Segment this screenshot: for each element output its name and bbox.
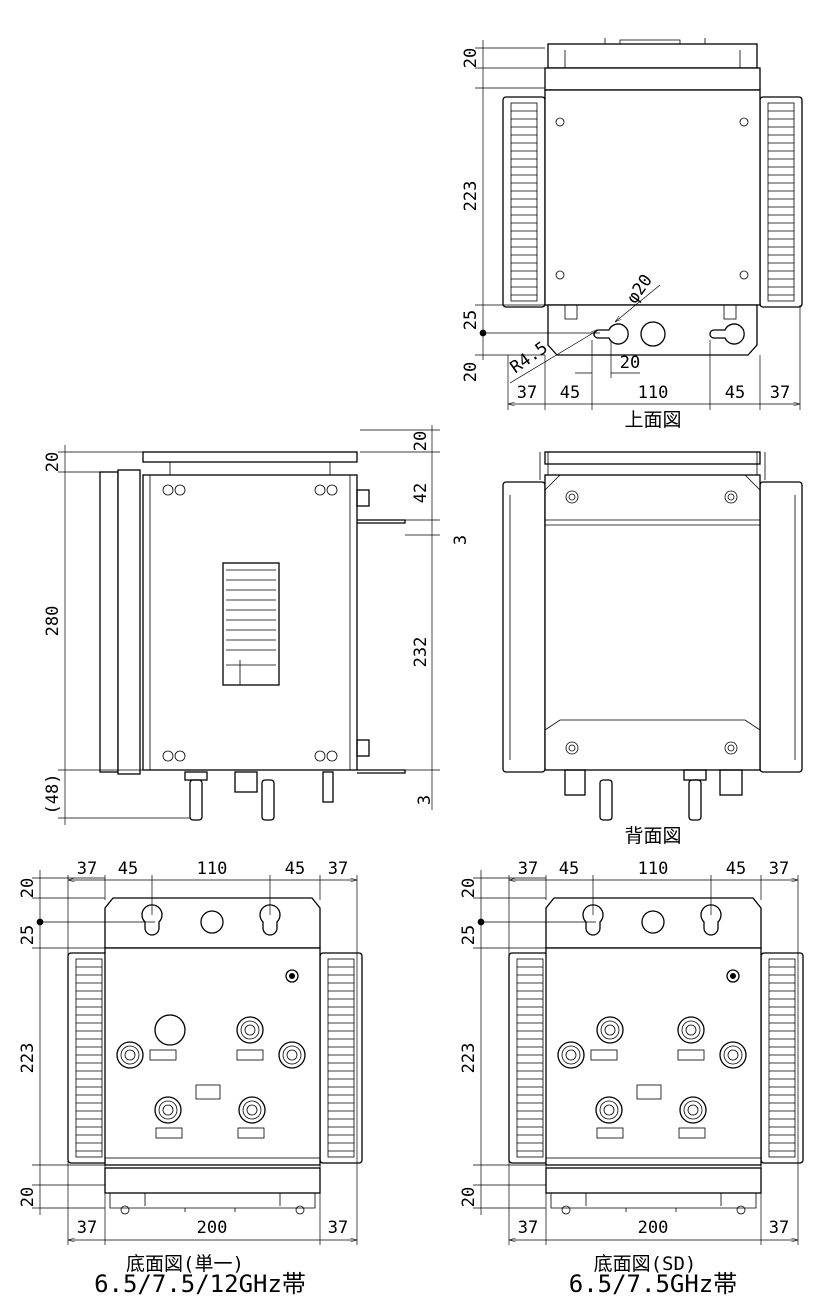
offset-label: 20 bbox=[620, 353, 640, 373]
bottom-view-single: 37 45 110 45 37 20 25 223 20 37 200 37 底… bbox=[18, 859, 362, 1298]
top-dim-20b: 20 bbox=[461, 362, 481, 382]
bsingle-top-45b: 45 bbox=[285, 859, 305, 879]
bsd-title: 底面図(SD) bbox=[594, 1253, 697, 1275]
bsd-bottom-200: 200 bbox=[638, 1218, 669, 1238]
top-dim-45a: 45 bbox=[560, 383, 580, 403]
bsingle-top-37a: 37 bbox=[77, 859, 97, 879]
top-dim-20: 20 bbox=[461, 48, 481, 68]
bsingle-bottom-200: 200 bbox=[197, 1218, 228, 1238]
side-dim-20r: 20 bbox=[411, 431, 431, 451]
top-view-title: 上面図 bbox=[624, 409, 681, 431]
bsd-top-37b: 37 bbox=[769, 859, 789, 879]
bsd-subtitle: 6.5/7.5GHz帯 bbox=[569, 1270, 738, 1298]
side-dim-232: 232 bbox=[411, 637, 431, 668]
top-dim-25: 25 bbox=[461, 310, 481, 330]
bsingle-bottom-37a: 37 bbox=[77, 1218, 97, 1238]
bsd-top-37a: 37 bbox=[518, 859, 538, 879]
bsingle-bottom-37b: 37 bbox=[328, 1218, 348, 1238]
bsingle-left-25: 25 bbox=[18, 925, 38, 945]
top-dim-110: 110 bbox=[638, 383, 669, 403]
bsingle-subtitle: 6.5/7.5/12GHz帯 bbox=[94, 1270, 306, 1298]
top-dim-45b: 45 bbox=[725, 383, 745, 403]
bsingle-top-110: 110 bbox=[197, 859, 228, 879]
top-dim-37b: 37 bbox=[770, 383, 790, 403]
back-view-title: 背面図 bbox=[624, 825, 681, 847]
bsd-left-20: 20 bbox=[459, 878, 479, 898]
bsd-top-110: 110 bbox=[638, 859, 669, 879]
bsingle-left-20: 20 bbox=[18, 878, 38, 898]
bsingle-title: 底面図(単一) bbox=[126, 1253, 244, 1275]
bsd-top-45b: 45 bbox=[726, 859, 746, 879]
bsd-bottom-37a: 37 bbox=[518, 1218, 538, 1238]
side-view: 20 280 (48) 20 42 232 3 3 bbox=[43, 425, 471, 825]
bsd-bottom-37b: 37 bbox=[769, 1218, 789, 1238]
side-dim-42: 42 bbox=[411, 483, 431, 503]
side-dim-20: 20 bbox=[43, 452, 63, 472]
bsingle-top-37b: 37 bbox=[328, 859, 348, 879]
side-dim-48: (48) bbox=[43, 774, 63, 815]
top-view: 20 223 25 20 37 45 110 45 37 φ20 R4.5 20… bbox=[461, 38, 803, 431]
bsd-left-25: 25 bbox=[459, 925, 479, 945]
top-dim-223: 223 bbox=[461, 181, 481, 212]
side-thickness-top: 3 bbox=[451, 535, 471, 545]
side-thickness-bottom: 3 bbox=[415, 795, 435, 805]
bsingle-top-45a: 45 bbox=[118, 859, 138, 879]
bottom-view-sd: 37 45 110 45 37 20 25 223 20 37 200 37 底… bbox=[459, 859, 803, 1298]
bsingle-left-223: 223 bbox=[18, 1043, 38, 1074]
bsd-left-20b: 20 bbox=[459, 1187, 479, 1207]
back-view: 背面図 bbox=[502, 451, 803, 847]
bsd-left-223: 223 bbox=[459, 1043, 479, 1074]
bsingle-left-20b: 20 bbox=[18, 1187, 38, 1207]
side-dim-280: 280 bbox=[43, 606, 63, 637]
top-dim-37a: 37 bbox=[517, 383, 537, 403]
bsd-top-45a: 45 bbox=[559, 859, 579, 879]
